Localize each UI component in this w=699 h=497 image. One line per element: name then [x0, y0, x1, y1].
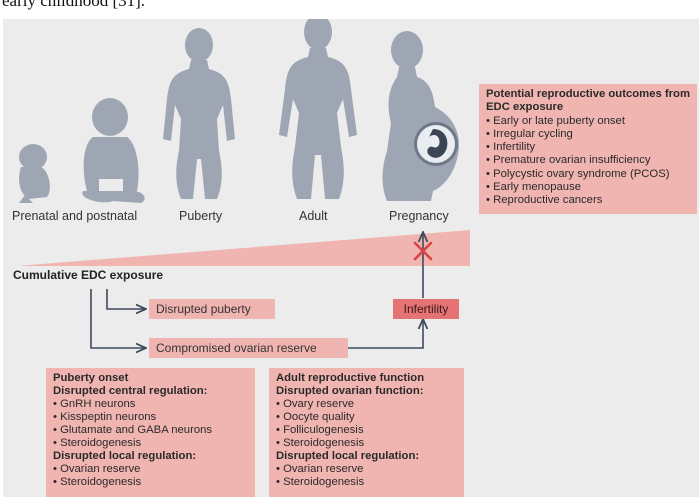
list-item: Folliculogenesis — [276, 424, 457, 437]
figure-graphics — [17, 19, 470, 497]
list-item: Steroidogenesis — [53, 437, 248, 450]
outcome-item: Premature ovarian insufficiency — [486, 154, 690, 167]
central-regulation-list: GnRH neurons Kisspeptin neurons Glutamat… — [53, 398, 248, 450]
infertility-tag: Infertility — [393, 299, 459, 319]
exposure-wedge — [17, 230, 470, 266]
outcome-item: Polycystic ovary syndrome (PCOS) — [486, 168, 690, 181]
local-regulation-list: Ovarian reserve Steroidogenesis — [53, 463, 248, 489]
ovarian-function-list: Ovary reserve Oocyte quality Folliculoge… — [276, 398, 457, 450]
puberty-silhouette — [163, 28, 235, 199]
outcome-item: Irregular cycling — [486, 128, 690, 141]
pregnant-silhouette — [382, 31, 459, 201]
arrow-to-puberty — [106, 289, 146, 309]
adult-function-box: Adult reproductive function Disrupted ov… — [269, 368, 464, 497]
outcome-item: Early or late puberty onset — [486, 115, 690, 128]
fetus-in-womb-icon — [427, 129, 448, 158]
compromised-reserve-tag: Compromised ovarian reserve — [149, 338, 348, 358]
list-item: Steroidogenesis — [276, 476, 457, 489]
cut-caption-strip: early childhood [31]. — [0, 0, 699, 19]
outcomes-list: Early or late puberty onset Irregular cy… — [486, 115, 690, 208]
figure-panel: Prenatal and postnatal Puberty Adult Pre… — [3, 19, 699, 497]
baby-silhouette — [82, 98, 145, 203]
outcome-item: Reproductive cancers — [486, 194, 690, 207]
outcome-item: Early menopause — [486, 181, 690, 194]
ovarian-function-heading: Disrupted ovarian function: — [276, 385, 424, 397]
stage-label-pregnancy: Pregnancy — [389, 209, 449, 223]
arrow-to-infertility — [348, 319, 423, 349]
list-item: Steroidogenesis — [276, 437, 457, 450]
blocked-cross-icon — [413, 241, 433, 261]
list-item: Ovarian reserve — [276, 463, 457, 476]
outcomes-title: Potential reproductive outcomes from EDC… — [486, 88, 691, 114]
puberty-box-title: Puberty onset — [53, 372, 129, 384]
cut-caption-text: early childhood [31]. — [2, 0, 146, 10]
list-item: Ovary reserve — [276, 398, 457, 411]
fetus-silhouette — [19, 144, 50, 203]
stage-label-puberty: Puberty — [179, 209, 223, 223]
outcome-item: Infertility — [486, 141, 690, 154]
list-item: GnRH neurons — [53, 398, 248, 411]
local-regulation-heading: Disrupted local regulation: — [53, 450, 197, 462]
adult-box-title: Adult reproductive function — [276, 372, 425, 384]
list-item: Glutamate and GABA neurons — [53, 424, 248, 437]
central-regulation-heading: Disrupted central regulation: — [53, 385, 208, 397]
disrupted-puberty-tag: Disrupted puberty — [149, 299, 275, 319]
list-item: Oocyte quality — [276, 411, 457, 424]
cumulative-exposure-label: Cumulative EDC exposure — [13, 268, 164, 282]
adult-local-regulation-heading: Disrupted local regulation: — [276, 450, 420, 462]
list-item: Ovarian reserve — [53, 463, 248, 476]
list-item: Steroidogenesis — [53, 476, 248, 489]
adult-silhouette — [279, 19, 357, 199]
stage-label-adult: Adult — [299, 209, 328, 223]
adult-local-regulation-list: Ovarian reserve Steroidogenesis — [276, 463, 457, 489]
puberty-onset-box: Puberty onset Disrupted central regulati… — [46, 368, 255, 497]
outcomes-box: Potential reproductive outcomes from EDC… — [479, 84, 697, 214]
stage-label-prenatal: Prenatal and postnatal — [12, 209, 138, 223]
list-item: Kisspeptin neurons — [53, 411, 248, 424]
arrow-to-reserve — [90, 289, 146, 348]
